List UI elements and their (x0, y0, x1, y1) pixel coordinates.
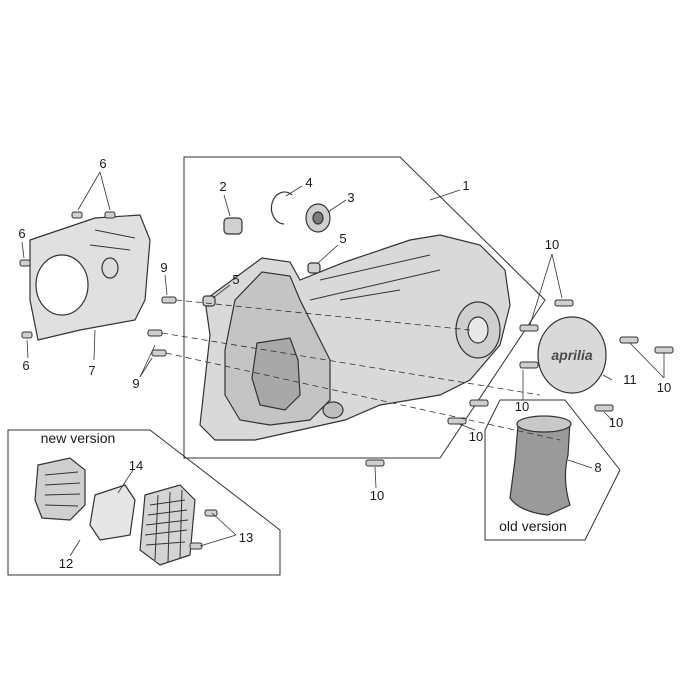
callout-11: 11 (623, 372, 637, 387)
callout-6-bottom: 6 (22, 358, 29, 373)
callout-2: 2 (219, 179, 226, 194)
callout-4: 4 (305, 175, 312, 190)
intake-cover-part-12 (34, 457, 86, 521)
callout-14: 14 (129, 458, 143, 473)
callout-12: 12 (59, 556, 73, 571)
callout-10-bottom: 10 (370, 488, 384, 503)
circlip-part-4 (270, 191, 293, 225)
group-1-border (183, 156, 546, 459)
dowel-part-5-lower (202, 295, 216, 307)
callout-9-top: 9 (160, 260, 167, 275)
new-version-caption: new version (41, 430, 116, 446)
new-version-border (7, 429, 281, 576)
dowel-part-5-upper (307, 262, 321, 274)
callout-3: 3 (347, 190, 354, 205)
inner-cover-part-7 (29, 214, 151, 341)
callout-7: 7 (88, 363, 95, 378)
bushing-part-2 (223, 217, 243, 235)
callout-13: 13 (239, 530, 253, 545)
grille-part-12 (139, 484, 196, 566)
callout-1: 1 (462, 178, 469, 193)
callout-9-bottom: 9 (132, 376, 139, 391)
bearing-part-3 (305, 203, 331, 233)
air-duct-part-8 (509, 415, 572, 516)
filter-part-14 (89, 484, 136, 541)
callout-6-top: 6 (99, 156, 106, 171)
callout-8: 8 (594, 460, 601, 475)
callout-10-right: 10 (657, 380, 671, 395)
aprilia-logo: aprilia (551, 347, 592, 363)
old-version-caption: old version (499, 518, 567, 534)
callout-5-lower: 5 (232, 272, 239, 287)
old-version-border (484, 399, 621, 541)
transmission-cover (199, 234, 511, 441)
callout-10-top: 10 (545, 237, 559, 252)
brand-cap-part-11: aprilia (537, 316, 607, 394)
callout-10-right-lower: 10 (609, 415, 623, 430)
callout-10-mid: 10 (515, 399, 529, 414)
leader-lines (21, 171, 665, 557)
callout-10-center: 10 (469, 429, 483, 444)
callout-6-left: 6 (18, 226, 25, 241)
alignment-lines (161, 299, 561, 441)
callout-5-upper: 5 (339, 231, 346, 246)
